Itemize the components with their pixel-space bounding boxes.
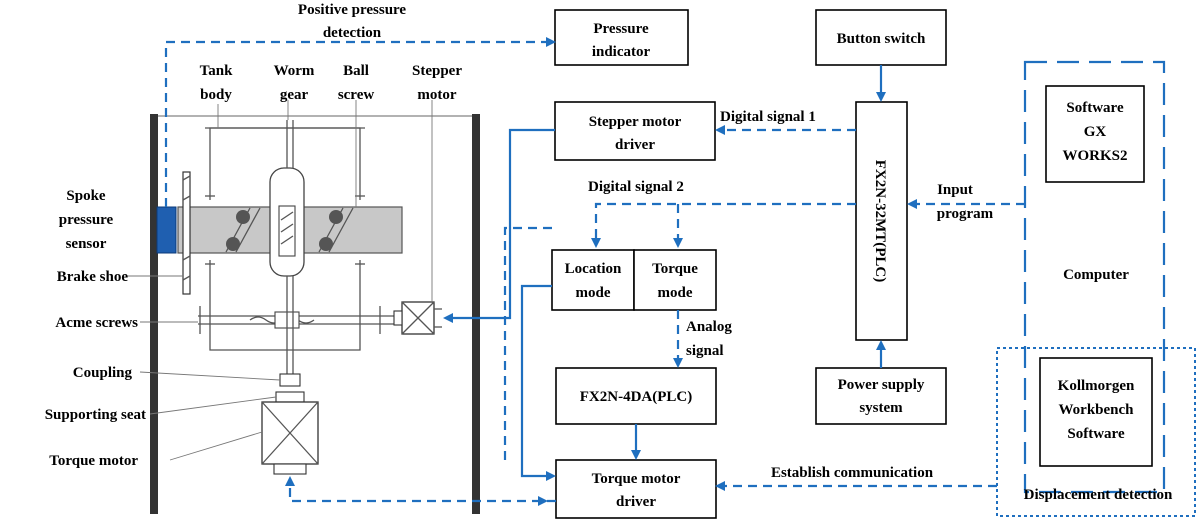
tank-body-label: Tank bbox=[200, 63, 233, 79]
conn-stepper-driver-to-motor bbox=[451, 128, 555, 320]
worm-gear-label: Worm bbox=[274, 63, 315, 79]
computer-label: Computer bbox=[1063, 267, 1129, 283]
tank-right-wall bbox=[472, 114, 480, 514]
coupling bbox=[279, 373, 301, 387]
coupling-label: Coupling bbox=[73, 365, 133, 381]
torque-mode-text-2: mode bbox=[658, 285, 693, 301]
block-location-mode: Location mode bbox=[551, 249, 635, 311]
location-mode-text-2: mode bbox=[576, 285, 611, 301]
positive-pressure-label: Positive pressure bbox=[298, 2, 407, 18]
lower-housing bbox=[209, 260, 361, 351]
spoke-pressure-sensor bbox=[156, 206, 177, 254]
spoke-sensor-label-3: sensor bbox=[66, 236, 107, 252]
brake-shoe bbox=[182, 171, 191, 295]
conn-sensor-to-pressure-indicator bbox=[164, 40, 548, 207]
computer-region bbox=[1023, 60, 1166, 494]
digital-signal-2-label: Digital signal 2 bbox=[588, 179, 684, 195]
plc-main-text: FX2N-32MT(PLC) bbox=[872, 160, 888, 282]
software-text-3: WORKS2 bbox=[1062, 148, 1127, 164]
tank-left-wall bbox=[150, 114, 158, 514]
positive-pressure-label-2: detection bbox=[323, 25, 382, 41]
kollmorgen-text-3: Software bbox=[1067, 426, 1125, 442]
stepper-driver-text: Stepper motor bbox=[589, 114, 682, 130]
brake-shoe-label: Brake shoe bbox=[57, 269, 129, 285]
supporting-seat-label: Supporting seat bbox=[45, 407, 146, 423]
pressure-indicator-text: Pressure bbox=[593, 21, 649, 37]
block-software-gxworks: Software GX WORKS2 bbox=[1045, 85, 1145, 183]
conn-plc-to-modes bbox=[594, 202, 856, 240]
torque-driver-text-2: driver bbox=[616, 494, 656, 510]
button-switch-text: Button switch bbox=[837, 31, 926, 47]
ball-screw-right bbox=[318, 207, 354, 253]
power-supply-text-2: system bbox=[859, 400, 903, 416]
fx2n-4da-text: FX2N-4DA(PLC) bbox=[580, 389, 692, 405]
torque-mode-text: Torque bbox=[652, 261, 698, 277]
ball-screw-label: Ball bbox=[343, 63, 369, 79]
kollmorgen-text-2: Workbench bbox=[1058, 402, 1134, 418]
conn-torque-driver-to-motor bbox=[288, 484, 556, 503]
stepper-motor-label: Stepper bbox=[412, 63, 462, 79]
stepper-driver-text-2: driver bbox=[615, 137, 655, 153]
spoke-sensor-label-2: pressure bbox=[59, 212, 114, 228]
block-fx2n-4da: FX2N-4DA(PLC) bbox=[555, 367, 717, 425]
ball-screw-label-2: screw bbox=[338, 87, 375, 103]
displacement-region bbox=[996, 347, 1196, 517]
block-pressure-indicator: Pressure indicator bbox=[554, 9, 689, 66]
mechanical-labels: Positive pressure detection Tank body Wo… bbox=[45, 2, 463, 469]
power-supply-text: Power supply bbox=[838, 377, 925, 393]
signal-label: signal bbox=[686, 343, 724, 359]
connectors: Digital signal 1 Digital signal 2 Input … bbox=[164, 37, 1025, 506]
block-torque-mode: Torque mode bbox=[633, 249, 717, 311]
pressure-indicator-text-2: indicator bbox=[592, 44, 651, 60]
torque-motor-label: Torque motor bbox=[49, 453, 138, 469]
analog-label: Analog bbox=[686, 319, 732, 335]
worm-gear-label-2: gear bbox=[280, 87, 309, 103]
block-button-switch: Button switch bbox=[815, 9, 947, 66]
software-text-2: GX bbox=[1084, 124, 1107, 140]
conn-location-to-torque-driver bbox=[520, 284, 552, 478]
program-label: program bbox=[937, 206, 994, 222]
software-text: Software bbox=[1066, 100, 1124, 116]
location-mode-text: Location bbox=[565, 261, 622, 277]
ball-screw-left bbox=[225, 207, 261, 253]
block-torque-driver: Torque motor driver bbox=[555, 459, 717, 519]
digital-signal-1-label: Digital signal 1 bbox=[720, 109, 816, 125]
block-stepper-driver: Stepper motor driver bbox=[554, 101, 716, 161]
establish-communication-label: Establish communication bbox=[771, 465, 934, 481]
conn-dashed-to-torque-driver bbox=[503, 226, 552, 460]
acme-screws-label: Acme screws bbox=[55, 315, 138, 331]
stepper-motor-label-2: motor bbox=[417, 87, 456, 103]
spoke-sensor-label: Spoke bbox=[66, 188, 106, 204]
input-label: Input bbox=[937, 182, 973, 198]
block-kollmorgen: Kollmorgen Workbench Software bbox=[1039, 357, 1153, 467]
displacement-detection-label: Displacement detection bbox=[1024, 487, 1173, 503]
kollmorgen-text: Kollmorgen bbox=[1058, 378, 1135, 394]
supporting-seat bbox=[275, 391, 305, 403]
block-plc-main: FX2N-32MT(PLC) bbox=[855, 101, 908, 341]
block-power-supply: Power supply system bbox=[815, 367, 947, 425]
mechanical-assembly bbox=[126, 100, 480, 514]
torque-driver-text: Torque motor bbox=[592, 471, 681, 487]
tank-body-label-2: body bbox=[200, 87, 232, 103]
